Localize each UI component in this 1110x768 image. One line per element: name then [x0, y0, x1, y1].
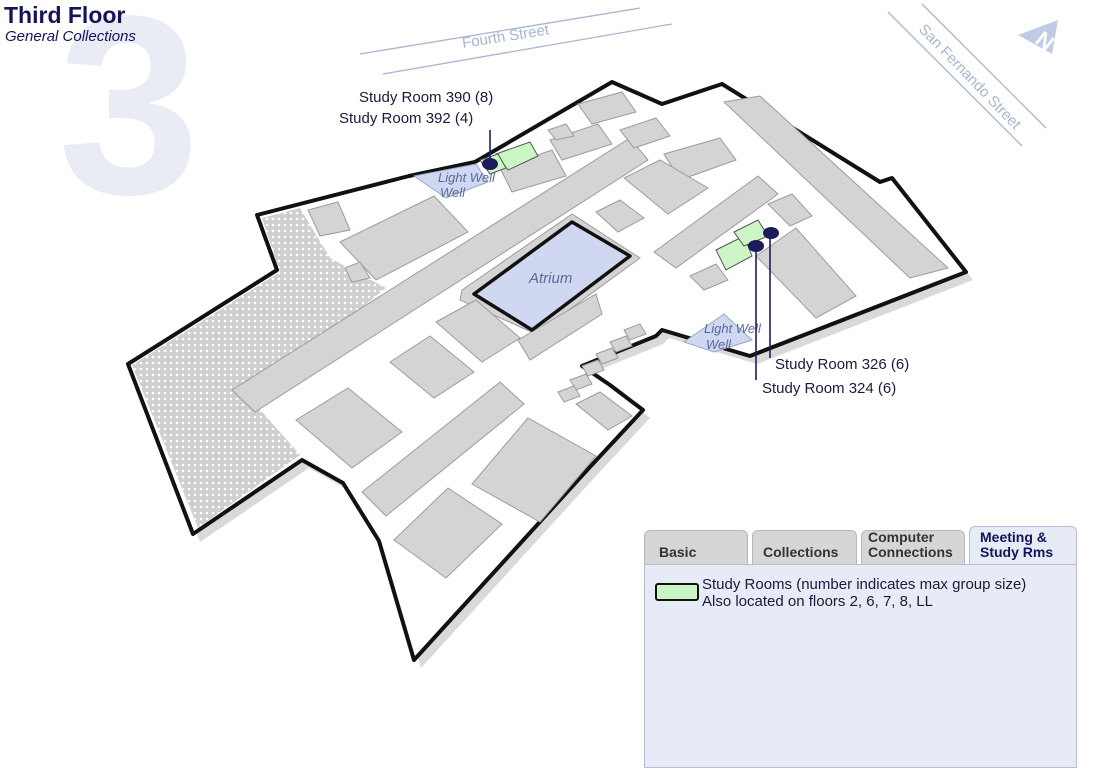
light-well [682, 313, 753, 353]
stack-block [755, 227, 857, 319]
stair-step [609, 335, 633, 353]
street-line [359, 7, 641, 55]
room-marker[interactable] [763, 227, 779, 239]
stack-block [435, 299, 521, 363]
stack-block [471, 417, 597, 523]
atrium [472, 220, 632, 332]
study-room-390-label[interactable]: Study Room 390 (8) [359, 89, 494, 106]
study-room-326-label[interactable]: Study Room 326 (6) [775, 356, 910, 373]
atrium-label: Atrium [528, 270, 572, 287]
stair-step [623, 323, 647, 341]
tab-collections[interactable]: Collections [752, 530, 857, 564]
light-well-label: Well [706, 337, 732, 352]
stack-band [722, 95, 950, 279]
study-room-392-label[interactable]: Study Room 392 (4) [339, 110, 474, 127]
street-line [382, 23, 673, 75]
stair-step [557, 385, 581, 403]
stack-band [361, 381, 525, 517]
light-well-label: Light Well [704, 321, 762, 336]
stack-block [547, 123, 575, 141]
stack-block [295, 387, 403, 469]
stair-step [581, 359, 605, 377]
legend-item-study-rooms: Study Rooms (number indicates max group … [702, 576, 1027, 610]
light-well-label: Light Well [438, 170, 496, 185]
dotted-stacks-area [132, 208, 386, 528]
stack-block [389, 335, 475, 399]
stack-block [577, 91, 637, 125]
street-line [921, 3, 1047, 129]
stack-block [307, 201, 351, 237]
study-room-swatch [655, 583, 699, 601]
stack-block [344, 261, 371, 283]
stack-block [595, 199, 645, 233]
page-title: Third Floor [4, 2, 126, 28]
study-room-324-label[interactable]: Study Room 324 (6) [762, 380, 897, 397]
stack-block [517, 293, 603, 361]
floor-number-watermark: 3 [58, 0, 200, 248]
room-marker[interactable] [482, 158, 498, 170]
page-subtitle: General Collections [5, 28, 136, 45]
legend-panel: Basic Collections Computer Connections M… [644, 526, 1077, 768]
stack-block [689, 263, 729, 291]
stack-block [623, 159, 709, 215]
light-well-label: Well [440, 185, 466, 200]
stack-block [339, 195, 469, 281]
stair-step [595, 347, 619, 365]
tab-basic[interactable]: Basic [644, 530, 748, 564]
stack-block [619, 117, 671, 149]
light-well [412, 163, 489, 199]
tab-computer-connections[interactable]: Computer Connections [861, 530, 965, 564]
stack-block [767, 193, 813, 227]
stack-block [393, 487, 503, 579]
room-marker[interactable] [748, 240, 764, 252]
stack-block [575, 391, 633, 431]
street-line [887, 11, 1023, 147]
legend-content: Study Rooms (number indicates max group … [644, 564, 1077, 768]
stack-band [653, 175, 779, 269]
stack-band [231, 137, 649, 413]
tab-meeting-study-rooms[interactable]: Meeting & Study Rms [969, 526, 1077, 564]
compass-icon: N [1018, 20, 1059, 56]
street-san-fernando: San Fernando Street [915, 21, 1025, 134]
legend-tabs: Basic Collections Computer Connections M… [644, 526, 1077, 564]
stack-block [549, 123, 613, 161]
